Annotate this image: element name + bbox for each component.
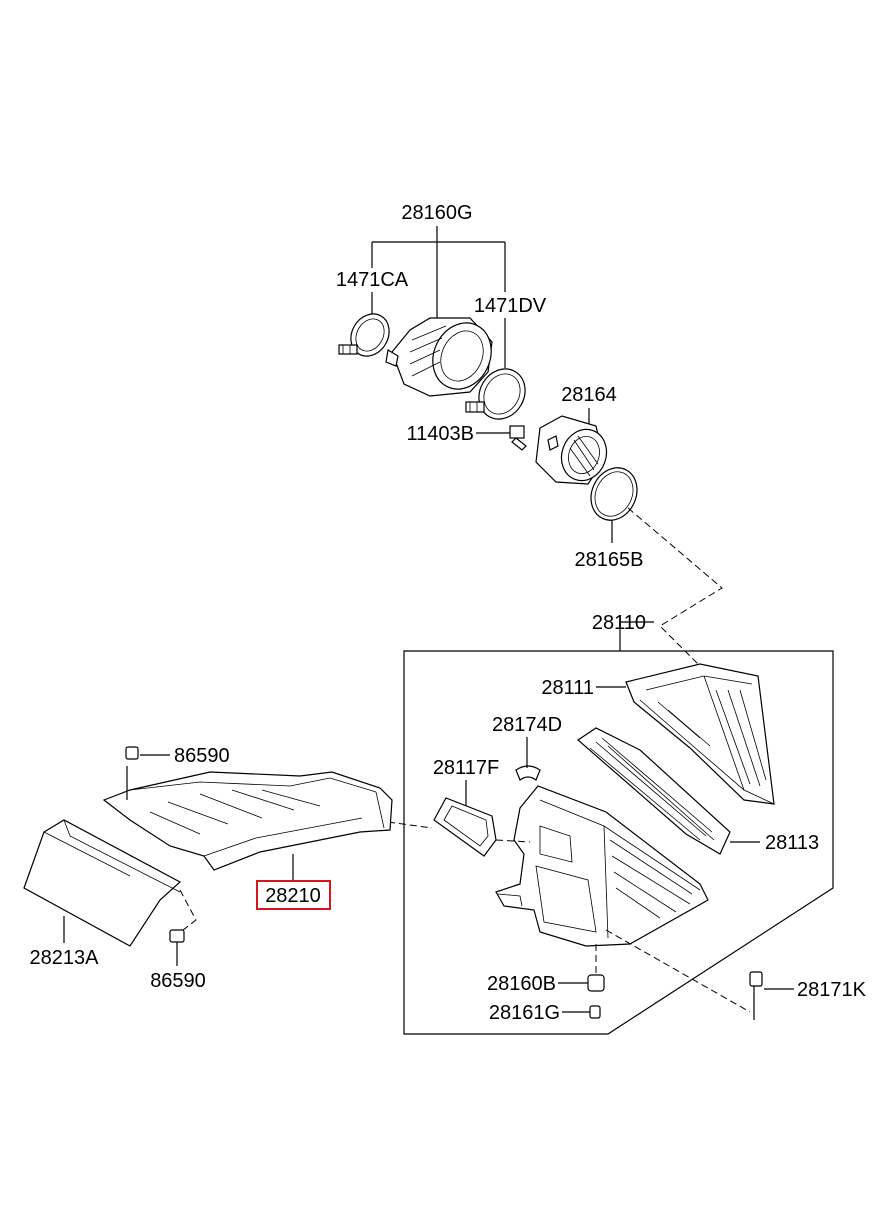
clamp-1471DV [465,368,526,420]
cover-28111 [625,663,775,805]
label-11403B: 11403B [407,423,474,445]
label-1471CA: 1471CA [336,269,409,291]
clip-86590-top [125,746,139,760]
label-28161G: 28161G [489,1002,560,1024]
hose-28160G [385,317,493,397]
resonator-28213A [23,819,182,947]
label-28164: 28164 [561,384,617,406]
part-labels: 28160G 1471CA 1471DV 28164 11403B 28165B… [30,202,867,1024]
label-28210: 28210 [265,885,321,907]
label-28160B: 28160B [487,973,556,995]
dashed-connector-top [627,507,723,671]
label-86590-bottom: 86590 [150,970,206,992]
housing-lower [495,785,709,947]
grommet-28160B [587,974,605,992]
label-1471DV: 1471DV [474,295,547,317]
leader-lines-top [371,226,654,651]
label-28111: 28111 [541,677,594,699]
oring-28165B [590,467,638,521]
label-86590-top: 86590 [174,745,230,767]
gasket-28117F [433,797,497,857]
assembly-frame-28110 [403,650,834,1035]
sensor-28164 [535,415,608,485]
label-28174D: 28174D [492,714,562,736]
dashed-connector-duct [387,821,531,843]
clamp-1471CA [338,313,390,357]
label-28213A: 28213A [30,947,100,969]
clip-86590-bottom [169,929,185,943]
label-28160G: 28160G [401,202,472,224]
duct-28210 [102,771,393,871]
label-28110: 28110 [592,612,646,634]
bolt-28171K [749,971,763,1020]
highlight-box-28210 [256,880,331,910]
screw-11403B [509,425,527,451]
label-28117F: 28117F [433,757,499,779]
collar-28161G [589,1005,601,1019]
dashed-connector-bolt [605,929,751,1013]
label-28171K: 28171K [797,979,867,1001]
label-28113: 28113 [765,832,819,854]
filter-28113 [577,727,731,855]
pipe-28174D [515,765,541,781]
dashed-connector-clip [177,889,197,935]
label-28165B: 28165B [575,549,644,571]
